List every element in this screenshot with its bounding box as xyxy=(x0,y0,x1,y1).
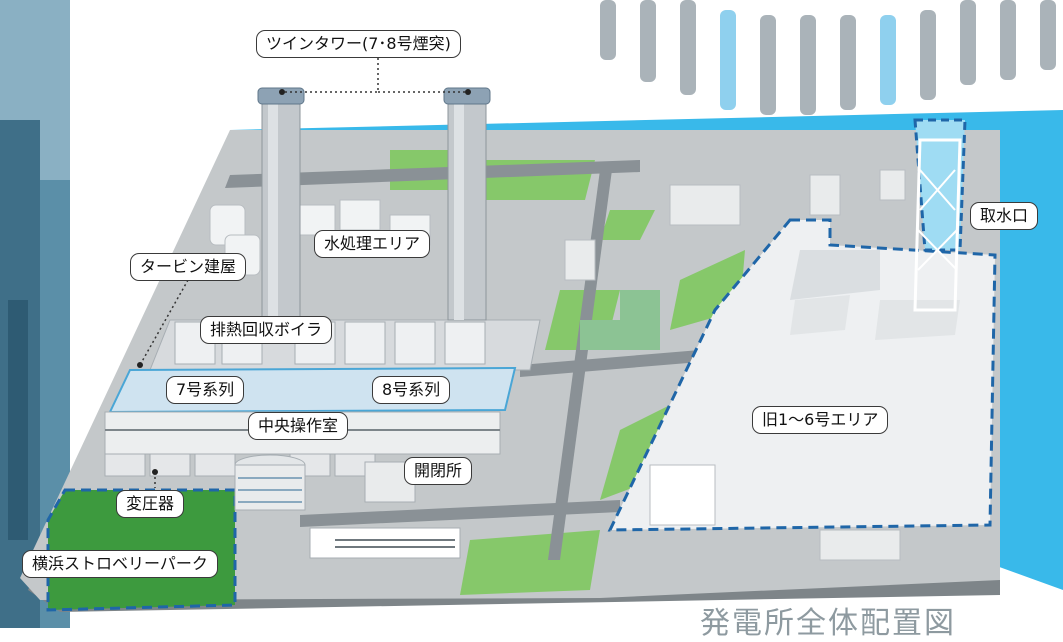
leader-dot xyxy=(279,89,285,95)
twin-chimneys xyxy=(257,87,491,321)
label-hrsg: 排熱回収ボイラ xyxy=(200,316,333,344)
background-cityscape xyxy=(0,0,70,628)
label-old-units-area: 旧1〜6号エリア xyxy=(752,406,889,434)
label-switchyard: 開閉所 xyxy=(404,457,473,485)
label-transformer: 変圧器 xyxy=(116,490,185,518)
label-turbine-building: タービン建屋 xyxy=(130,253,247,281)
decorative-bars xyxy=(600,0,1056,115)
plant-layout-illustration xyxy=(0,0,1063,628)
label-water-intake: 取水口 xyxy=(970,202,1039,230)
diagram-caption: 発電所全体配置図 xyxy=(700,606,956,641)
label-control-room: 中央操作室 xyxy=(248,412,349,440)
label-twin-tower: ツインタワー(7･8号煙突) xyxy=(256,30,461,58)
label-unit-7: 7号系列 xyxy=(166,376,245,404)
old-units-area xyxy=(607,218,997,532)
label-water-treatment-area: 水処理エリア xyxy=(314,230,431,258)
leader-dot xyxy=(137,362,143,368)
label-strawberry-park: 横浜ストロベリーパーク xyxy=(22,550,218,578)
label-unit-8: 8号系列 xyxy=(372,376,451,404)
leader-lines xyxy=(139,58,468,488)
leader-dot xyxy=(152,469,158,475)
water-intake-tower xyxy=(913,118,967,312)
leader-dot xyxy=(465,89,471,95)
